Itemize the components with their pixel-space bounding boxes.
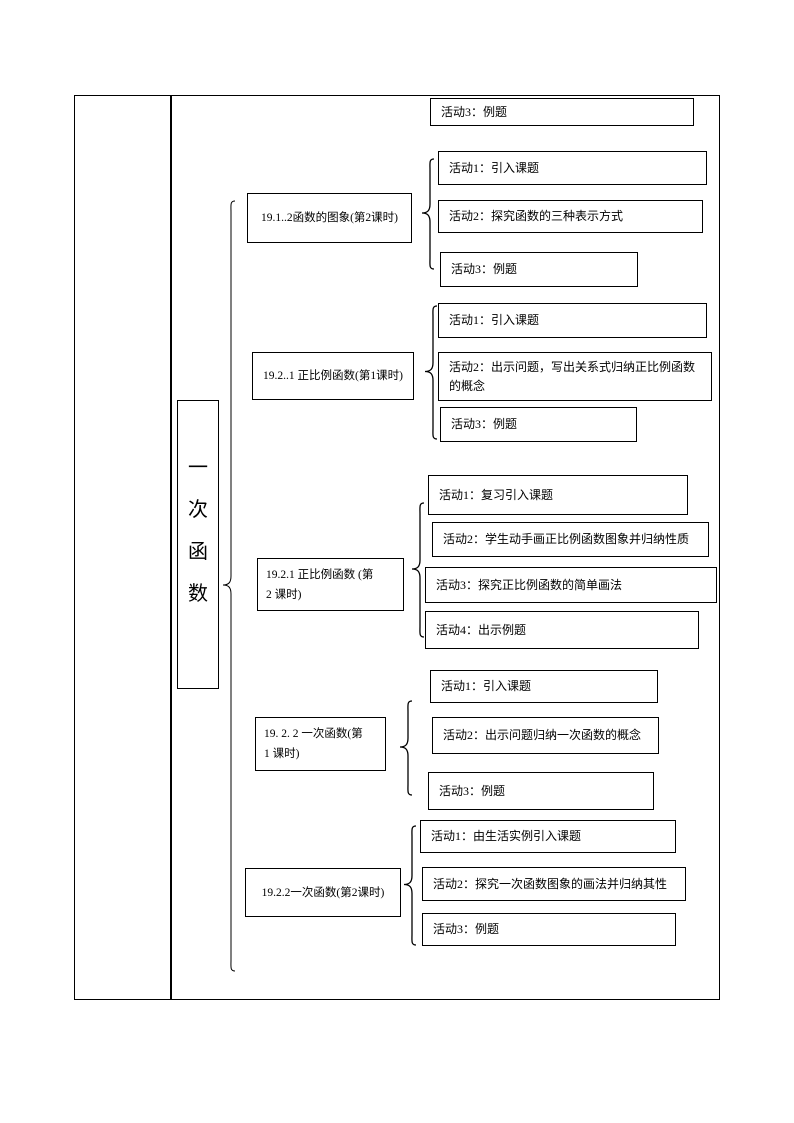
section-title-box: 19.2.1 正比例函数 (第 2 课时) xyxy=(257,558,404,611)
activity-box: 活动4：出示例题 xyxy=(425,611,699,649)
activity-box: 活动3：例题 xyxy=(440,407,637,442)
activity-box: 活动3：例题 xyxy=(430,98,694,126)
group-brace-icon xyxy=(421,158,435,270)
activity-box: 活动1：引入课题 xyxy=(430,670,658,703)
section-title-box: 19.2.2一次函数(第2课时) xyxy=(245,868,401,917)
activity-box: 活动3：例题 xyxy=(422,913,676,946)
activity-box: 活动2：学生动手画正比例函数图象并归纳性质 xyxy=(432,522,709,557)
column-divider xyxy=(170,95,172,1000)
group-brace-icon xyxy=(399,700,413,796)
activity-box: 活动2：出示问题归纳一次函数的概念 xyxy=(432,717,659,754)
group-brace-icon xyxy=(403,825,417,946)
root-topic-box: 一 次 函 数 xyxy=(177,400,219,689)
table-cell-border xyxy=(74,95,720,1000)
activity-box: 活动2：探究函数的三种表示方式 xyxy=(438,200,703,233)
section-title-box: 19.1..2函数的图象(第2课时) xyxy=(247,193,412,243)
activity-box: 活动2：探究一次函数图象的画法并归纳其性 xyxy=(422,867,686,901)
activity-box: 活动2：出示问题，写出关系式归纳正比例函数的概念 xyxy=(438,352,712,401)
section-title-box: 19. 2. 2 一次函数(第 1 课时) xyxy=(255,717,386,771)
activity-box: 活动3：例题 xyxy=(428,772,654,810)
group-brace-icon xyxy=(411,502,425,638)
root-topic-label: 一 次 函 数 xyxy=(188,457,208,605)
group-brace-icon xyxy=(424,305,438,440)
activity-box: 活动1：引入课题 xyxy=(438,151,707,185)
activity-box: 活动1：引入课题 xyxy=(438,303,707,338)
activity-box: 活动3：例题 xyxy=(440,252,638,287)
main-brace-icon xyxy=(222,200,236,972)
activity-box: 活动3：探究正比例函数的简单画法 xyxy=(425,567,717,603)
activity-box: 活动1：由生活实例引入课题 xyxy=(420,820,676,853)
section-title-box: 19.2..1 正比例函数(第1课时) xyxy=(252,352,414,400)
activity-box: 活动1：复习引入课题 xyxy=(428,475,688,515)
